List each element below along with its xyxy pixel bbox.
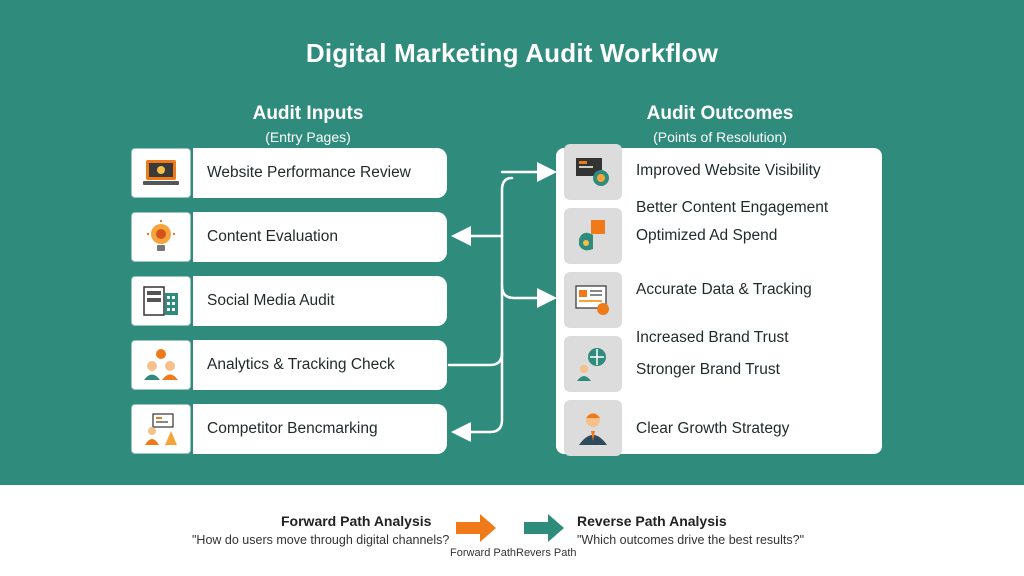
connector-bus: [488, 176, 514, 434]
diagram-title: Digital Marketing Audit Workflow: [305, 38, 719, 68]
person-globe-icon: [564, 336, 622, 392]
forward-arrow-icon: [456, 514, 496, 542]
input-label: Analytics & Tracking Check: [193, 340, 447, 390]
people-icon: [131, 340, 191, 390]
outcome-label: Accurate Data & Tracking: [636, 281, 812, 298]
businessman-icon: [564, 400, 622, 456]
input-label: Website Performance Review: [193, 148, 447, 198]
reverse-path-label: Revers Path: [516, 547, 577, 559]
input-label: Content Evaluation: [193, 212, 447, 262]
laptop-icon: [131, 148, 191, 198]
outcomes-heading: Audit Outcomes: [646, 103, 794, 124]
dashboard-icon: [564, 272, 622, 328]
seo-calculator-icon: [131, 276, 191, 326]
inputs-subheading: (Entry Pages): [265, 129, 351, 145]
input-label: Social Media Audit: [193, 276, 447, 326]
input-row-website[interactable]: Website Performance Review: [131, 148, 447, 198]
forward-path-label: Forward Path: [450, 547, 517, 559]
outcome-label: Improved Website Visibility: [636, 162, 821, 179]
reverse-arrow-icon: [524, 514, 564, 542]
input-label: Competitor Bencmarking: [193, 404, 447, 454]
input-row-content[interactable]: Content Evaluation: [131, 212, 447, 262]
presenter-icon: [131, 404, 191, 454]
legend-footer: [0, 485, 1024, 576]
arrow-to-outcome-4: [500, 284, 557, 308]
outcome-label: Increased Brand Trust: [636, 329, 789, 346]
arrow-from-analytics: [447, 351, 504, 367]
inputs-header: Audit Inputs (Entry Pages): [208, 103, 408, 145]
inputs-heading: Audit Inputs: [252, 103, 364, 124]
outcomes-header: Audit Outcomes (Points of Resolution): [620, 103, 820, 145]
connector-arrows: [447, 162, 557, 442]
reverse-path-title: Reverse Path Analysis: [577, 513, 727, 529]
reverse-path-question: "Which outcomes drive the best results?": [577, 533, 805, 547]
outcome-label: Better Content Engagement: [636, 199, 829, 216]
input-row-competitor[interactable]: Competitor Bencmarking: [131, 404, 447, 454]
input-row-analytics[interactable]: Analytics & Tracking Check: [131, 340, 447, 390]
outcomes-subheading: (Points of Resolution): [653, 129, 787, 145]
presentation-globe-icon: [564, 144, 622, 200]
outcome-label: Clear Growth Strategy: [636, 420, 790, 437]
input-row-social[interactable]: Social Media Audit: [131, 276, 447, 326]
outcome-label: Stronger Brand Trust: [636, 361, 780, 378]
puzzle-icon: [564, 208, 622, 264]
forward-path-question: "How do users move through digital chann…: [192, 533, 450, 547]
lightbulb-icon: [131, 212, 191, 262]
forward-path-title: Forward Path Analysis: [281, 513, 432, 529]
outcome-label: Optimized Ad Spend: [636, 227, 778, 244]
